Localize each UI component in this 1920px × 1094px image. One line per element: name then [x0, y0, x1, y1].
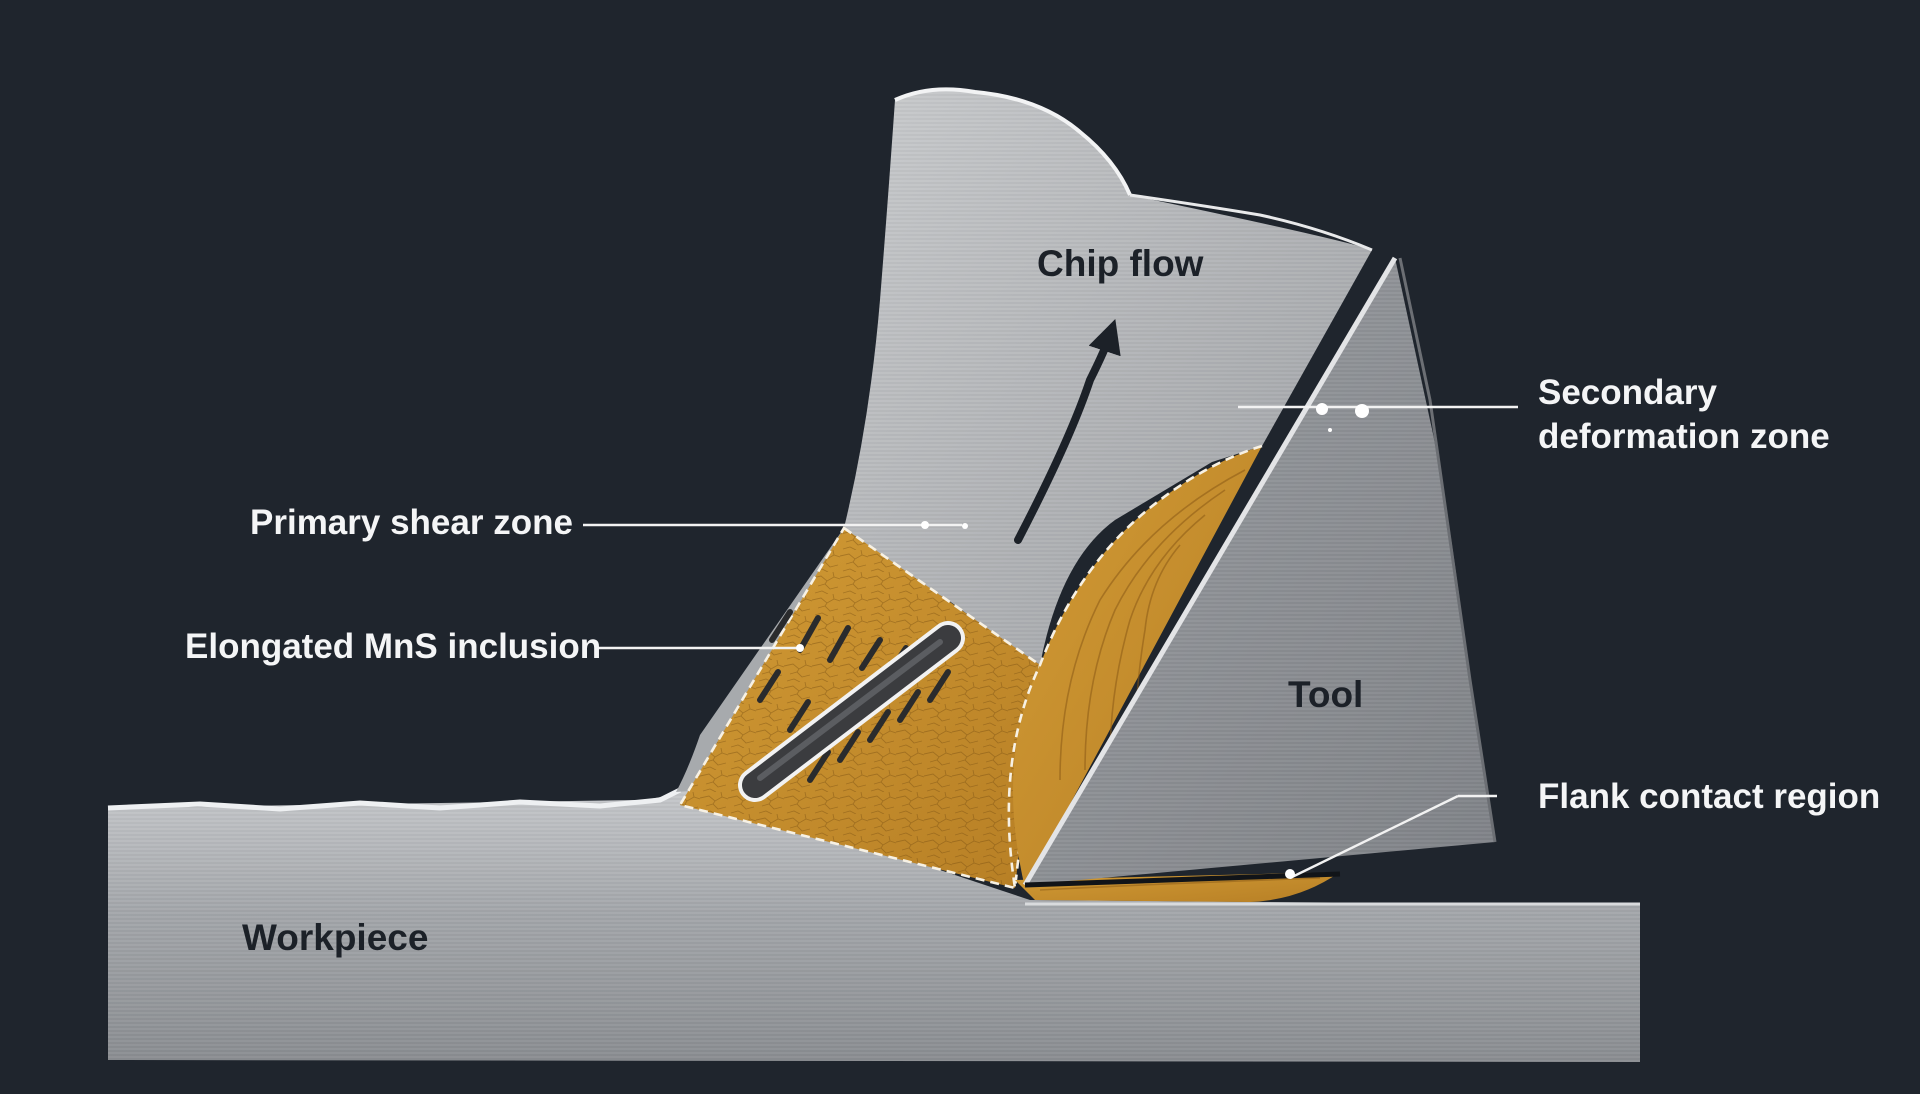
secondary-zone-label-line1: Secondary	[1538, 373, 1717, 412]
flank-contact-zone	[1015, 872, 1340, 902]
curved-arrow-up-icon	[1014, 319, 1121, 544]
chip	[676, 87, 1373, 792]
leader-flank-contact	[1285, 794, 1497, 880]
mns-inclusion	[738, 609, 965, 802]
workpiece-label: Workpiece	[242, 917, 428, 958]
tool-label: Tool	[1288, 674, 1363, 715]
tool	[1022, 256, 1497, 888]
primary-shear-zone-label: Primary shear zone	[250, 503, 573, 542]
mns-inclusion-label: Elongated MnS inclusion	[185, 627, 601, 666]
chip-flow-label: Chip flow	[1037, 243, 1204, 284]
secondary-zone-label-line2: deformation zone	[1538, 417, 1830, 456]
leader-secondary	[1238, 403, 1518, 432]
flank-contact-label: Flank contact region	[1538, 777, 1880, 816]
leader-primary-shear	[583, 521, 968, 529]
secondary-deformation-zone	[1007, 444, 1263, 889]
workpiece	[107, 787, 1640, 1062]
leader-inclusion	[596, 644, 804, 652]
